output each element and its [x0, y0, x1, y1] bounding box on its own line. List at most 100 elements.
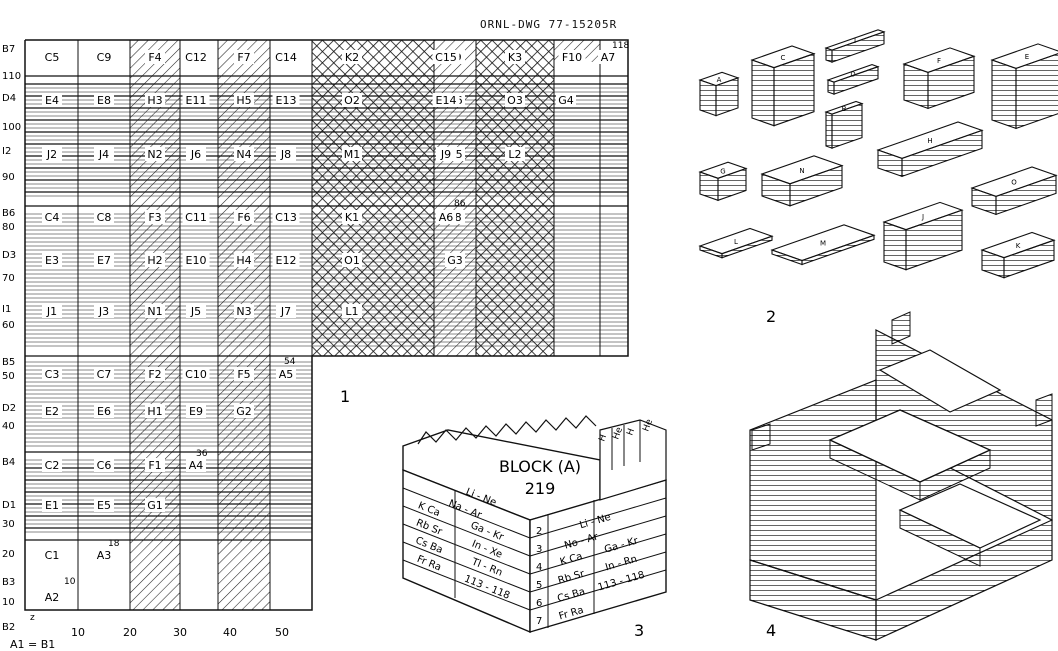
cell-m1: M1 [344, 148, 361, 161]
cell-j2: J2 [46, 148, 57, 161]
cell-g2-bg [234, 404, 254, 418]
cell-h1: H1 [147, 405, 162, 418]
superscript-a4: 36 [196, 449, 208, 459]
cell-e3: E3 [45, 254, 59, 267]
x-tick-10: 10 [71, 626, 85, 639]
cell-e14-bg [432, 93, 460, 107]
cell-j7-bg [276, 304, 296, 318]
block-a-figure [402, 415, 667, 634]
row-label-b6: B6 [2, 208, 15, 219]
cell-o2-bg [342, 93, 362, 107]
grid-layout-figure [24, 39, 629, 611]
grid-columns [77, 40, 601, 610]
cell-a7: A7 [601, 51, 616, 64]
cell-k2: K2 [345, 51, 359, 64]
cell-k3: K3 [508, 51, 522, 64]
row-label-20: 20 [2, 549, 15, 560]
cell-j3-bg [94, 304, 114, 318]
row-label-d4: D4 [2, 93, 16, 104]
block-top-he2: He [641, 418, 655, 433]
piece-k-label: K [1016, 242, 1021, 250]
cell-a4: A4 [189, 459, 204, 472]
row-label-d2: D2 [2, 403, 16, 414]
block-row-number-5: 5 [536, 580, 542, 591]
cell-e6: E6 [97, 405, 111, 418]
cell-e7: E7 [97, 254, 111, 267]
pieces-figure [698, 29, 1058, 279]
cell-c15: C15 [435, 51, 457, 64]
piece-j [882, 201, 964, 271]
cell-f5: F5 [237, 368, 250, 381]
piece-a-label: A [717, 76, 722, 84]
block-top-h1: H [597, 433, 609, 443]
cell-a2: A2 [45, 591, 60, 604]
block-row-number-4: 4 [536, 562, 542, 573]
row-label-110: 110 [2, 71, 21, 82]
cell-k3-bg [505, 50, 525, 64]
cell-j4: J4 [98, 148, 109, 161]
block-title: BLOCK (A) [499, 457, 581, 476]
cell-c3: C3 [45, 368, 60, 381]
cell-c4: C4 [45, 211, 60, 224]
cell-j1: J1 [46, 305, 57, 318]
block-number: 219 [525, 479, 556, 498]
cell-j2-bg [42, 147, 62, 161]
cell-n1: N1 [147, 305, 162, 318]
cell-h1-bg [145, 404, 165, 418]
cell-a2-bg [42, 590, 62, 604]
cell-e3-bg [42, 253, 62, 267]
piece-l [698, 227, 774, 259]
cell-a5-bg [276, 367, 296, 381]
grid-sections [25, 75, 628, 541]
cell-c10: C10 [185, 368, 207, 381]
piece-b-label: B [842, 105, 847, 113]
cell-a7-bg [598, 50, 618, 64]
cell-c8-bg [94, 210, 114, 224]
cell-h2: H2 [147, 254, 162, 267]
x-tick-40: 40 [223, 626, 237, 639]
block-row-number-2: 2 [536, 526, 542, 537]
cell-g4: G4 [558, 94, 574, 107]
cell-n2: N2 [147, 148, 162, 161]
cell-c11: C11 [185, 211, 207, 224]
cell-e13-bg [272, 93, 300, 107]
cell-j5: J5 [190, 305, 201, 318]
cell-e4: E4 [45, 94, 59, 107]
piece-f-label: F [937, 57, 941, 65]
cell-f3: F3 [148, 211, 161, 224]
cell-c9: C9 [97, 51, 112, 64]
row-label-30: 30 [2, 519, 15, 530]
figure-number-1: 1 [340, 387, 350, 406]
cell-n4: N4 [236, 148, 251, 161]
cell-e12-bg [272, 253, 300, 267]
figure-number-3: 3 [634, 621, 644, 640]
cell-g2: G2 [236, 405, 252, 418]
piece-d-label: D [850, 70, 855, 78]
cell-e14: E14 [436, 94, 457, 107]
cell-j8-bg [276, 147, 296, 161]
piece-j-label: J [921, 213, 924, 221]
cell-n3-bg [234, 304, 254, 318]
row-label-i2: I2 [2, 146, 11, 157]
cell-l1: L1 [345, 305, 358, 318]
superscript-a7: 118 [612, 41, 629, 51]
piece-i-label: I [854, 37, 856, 45]
row-label-b5: B5 [2, 357, 15, 368]
row-label-10: 10 [2, 597, 15, 608]
cell-c11-bg [182, 210, 210, 224]
x-tick-20: 20 [123, 626, 137, 639]
cell-c6-bg [94, 458, 114, 472]
cell-n3: N3 [236, 305, 251, 318]
row-label-40: 40 [2, 421, 15, 432]
cell-f4: F4 [148, 51, 161, 64]
cell-e9: E9 [189, 405, 203, 418]
cell-c1: C1 [45, 549, 60, 562]
piece-h-label: H [927, 137, 932, 145]
cell-c10-bg [182, 367, 210, 381]
cell-f1-bg [145, 458, 165, 472]
cell-c7: C7 [97, 368, 112, 381]
cell-c4-bg [42, 210, 62, 224]
superscript-a2: 10 [64, 577, 76, 587]
cell-f7: F7 [237, 51, 250, 64]
